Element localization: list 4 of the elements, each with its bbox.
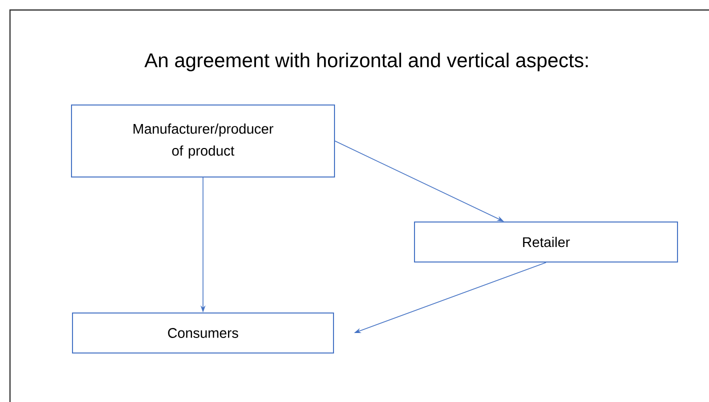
title: An agreement with horizontal and vertical aspects: (144, 52, 588, 72)
process-box: Retailer (414, 222, 678, 262)
process-box: Consumers (72, 312, 334, 354)
process-box: Manufacturer/producer of product (71, 104, 335, 178)
